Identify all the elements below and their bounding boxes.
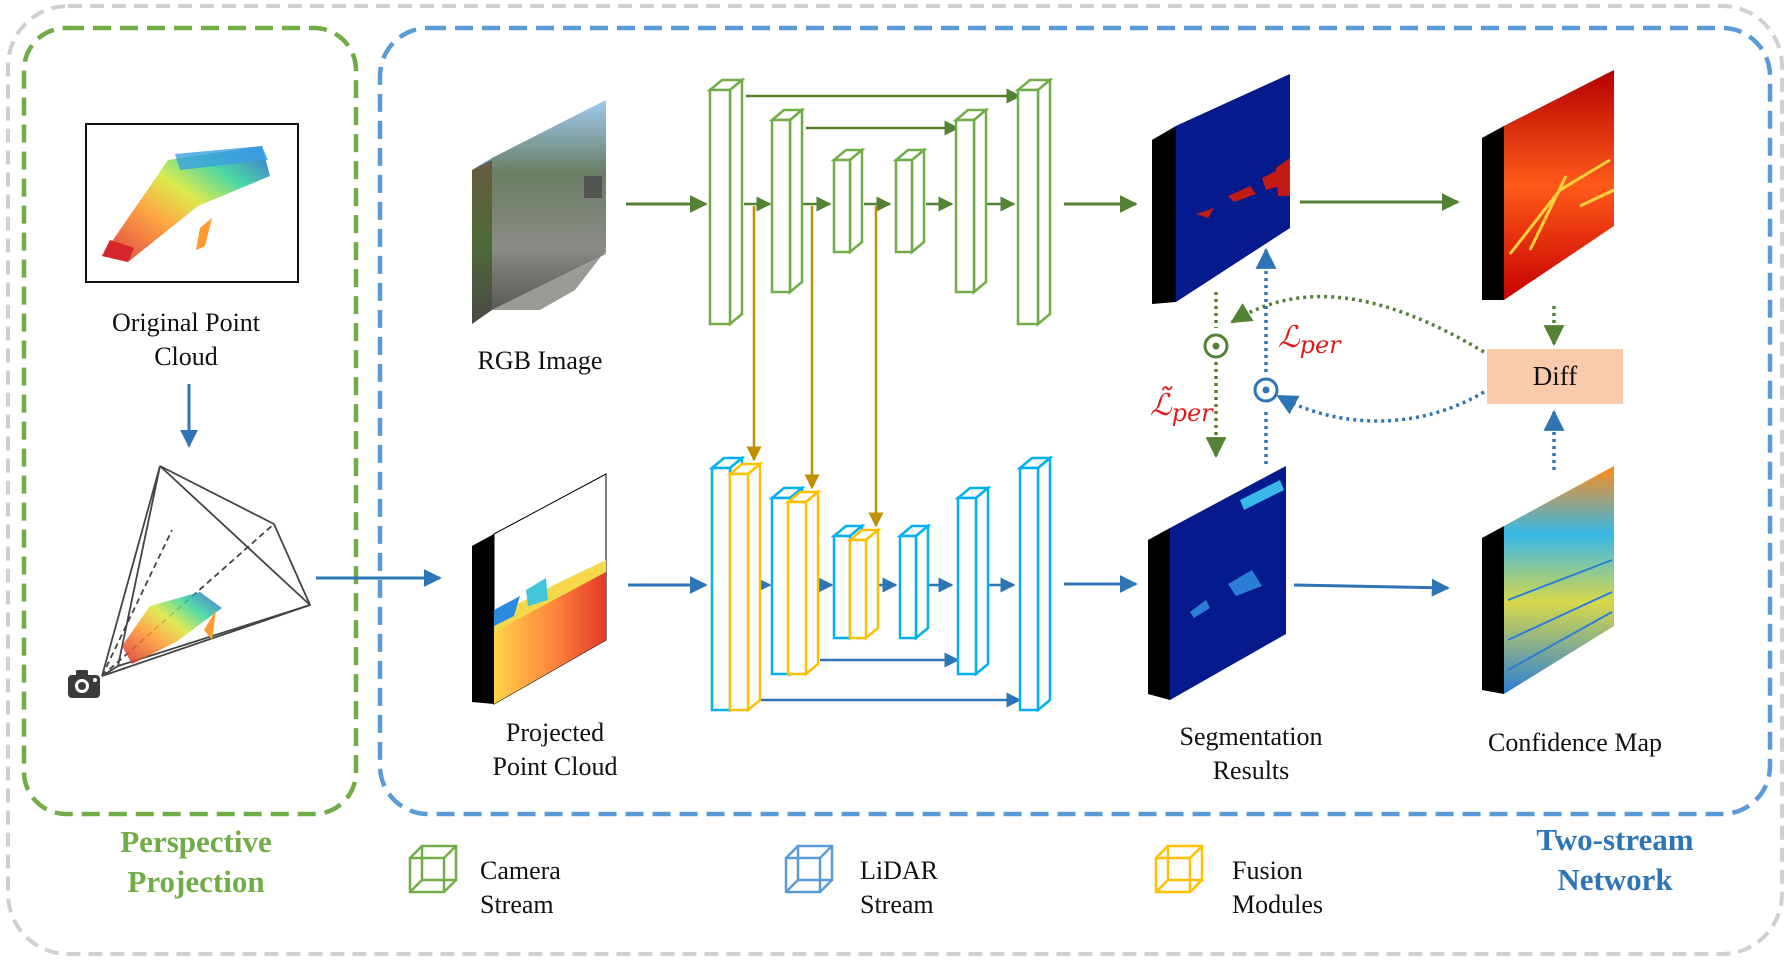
- camera-skip-connections: [746, 88, 1022, 136]
- segmentation-result-camera: [1152, 74, 1290, 304]
- camera-block-2: [768, 107, 806, 295]
- lidar-skip-connections: [740, 652, 1022, 708]
- cube-icon: [784, 844, 834, 894]
- two-stream-network-title: Two-stream Network: [1536, 822, 1694, 898]
- camera-block-5: [952, 107, 990, 295]
- loss-per-tilde-subscript: per: [1171, 399, 1213, 427]
- diff-label: Diff: [1532, 361, 1578, 391]
- network-region: [377, 25, 1773, 817]
- camera-block-3: [830, 147, 866, 255]
- legend-fusion-label: Fusion Modules: [1232, 856, 1323, 919]
- confidence-map-lidar: [1482, 466, 1614, 694]
- segmentation-result-lidar: [1148, 466, 1286, 700]
- camera-block-6: [1014, 77, 1054, 327]
- camera-icon: [68, 670, 100, 698]
- cube-icon: [408, 844, 458, 894]
- loss-per-tilde-symbol: ℒ̃: [1150, 388, 1172, 423]
- projected-point-cloud-image: [472, 473, 607, 705]
- loss-per-label: ℒper: [1278, 320, 1341, 359]
- perspective-region: [21, 25, 359, 817]
- fusion-blocks: [726, 461, 882, 713]
- loss-per-subscript: per: [1299, 331, 1341, 359]
- diff-box: Diff: [1487, 349, 1623, 404]
- original-point-cloud-image: [85, 123, 299, 283]
- lidar-block-6: [1016, 455, 1054, 713]
- confidence-map-camera: [1482, 70, 1615, 300]
- rgb-image-label: RGB Image: [477, 346, 603, 375]
- confidence-map-label: Confidence Map: [1487, 728, 1662, 757]
- fusion-block-3: [846, 527, 882, 641]
- frustum-point-cloud: [122, 592, 222, 664]
- fusion-block-2: [784, 489, 822, 677]
- loss-per-tilde-label: ℒ̃per: [1150, 388, 1213, 427]
- projected-point-cloud-label: Projected Point Cloud: [492, 718, 618, 781]
- fusion-arrows: [746, 206, 884, 528]
- blue-multiply-node: [1253, 377, 1279, 403]
- legend-camera-label: Camera Stream: [480, 856, 561, 919]
- camera-block-4: [892, 147, 928, 255]
- camera-block-1: [706, 77, 746, 327]
- perspective-projection-title: Perspective Projection: [120, 824, 272, 900]
- lidar-block-5: [954, 485, 992, 677]
- lidar-block-4: [896, 523, 932, 641]
- segmentation-results-label: Segmentation Results: [1179, 722, 1323, 785]
- legend-lidar-label: LiDAR Stream: [860, 856, 938, 919]
- camera-stream-blocks: [706, 77, 1054, 327]
- rgb-image: [472, 100, 606, 324]
- green-multiply-node: [1203, 333, 1229, 359]
- cube-icon: [1154, 844, 1204, 894]
- original-point-cloud-label: Original Point Cloud: [111, 308, 261, 371]
- fusion-block-1: [726, 461, 764, 713]
- loss-per-symbol: ℒ: [1278, 320, 1300, 355]
- outer-frame: [6, 4, 1784, 956]
